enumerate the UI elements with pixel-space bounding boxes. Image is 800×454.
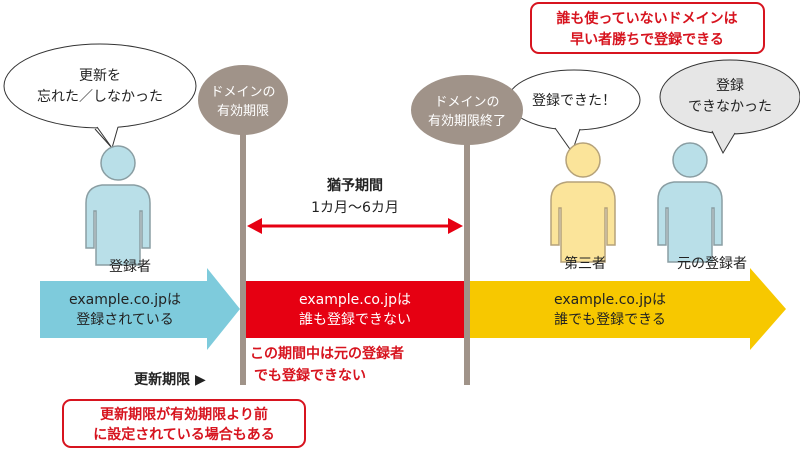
note-first-come: 誰も使っていないドメインは 早い者勝ちで登録できる [530, 2, 765, 54]
svg-text:ドメインの: ドメインの [434, 95, 499, 110]
timeline-phase-open: example.co.jpは 誰でも登録できる [470, 268, 786, 350]
renewal-deadline-label: 更新期限 ▶ [134, 371, 206, 388]
note-renewal-deadline: 更新期限が有効期限より前 に設定されている場合もある [62, 399, 306, 448]
svg-text:誰も使っていないドメインは: 誰も使っていないドメインは [556, 10, 737, 27]
pole-expiry-end: ドメインの 有効期限終了 [411, 75, 523, 385]
person-original-registrant [657, 142, 723, 263]
svg-text:ドメインの: ドメインの [210, 85, 275, 100]
svg-text:登録されている: 登録されている [76, 312, 174, 328]
svg-text:登録できた！: 登録できた！ [532, 93, 616, 109]
svg-text:example.co.jpは: example.co.jpは [554, 292, 666, 308]
svg-text:この期間中は元の登録者: この期間中は元の登録者 [250, 345, 404, 362]
svg-text:登録: 登録 [716, 78, 744, 94]
timeline-phase-registered: example.co.jpは 登録されている [40, 268, 240, 350]
arrow-right-icon [448, 218, 463, 234]
svg-text:誰も登録できない: 誰も登録できない [299, 312, 411, 328]
svg-text:有効期限: 有効期限 [217, 104, 269, 119]
svg-text:できなかった: できなかった [688, 99, 772, 115]
grace-period: 猶予期間 1カ月〜6カ月 [247, 177, 463, 234]
arrow-left-icon [247, 218, 262, 234]
grace-note: この期間中は元の登録者 でも登録できない [250, 345, 404, 384]
svg-text:更新期限が有効期限より前: 更新期限が有効期限より前 [100, 406, 268, 423]
svg-text:誰でも登録できる: 誰でも登録できる [554, 312, 666, 328]
svg-text:有効期限終了: 有効期限終了 [428, 113, 506, 129]
pole-expiry: ドメインの 有効期限 [198, 65, 288, 385]
person-third-party [550, 142, 616, 263]
svg-text:1カ月〜6カ月: 1カ月〜6カ月 [311, 200, 399, 216]
label-registrant: 登録者 [109, 259, 151, 275]
svg-text:example.co.jpは: example.co.jpは [69, 292, 181, 308]
svg-text:example.co.jpは: example.co.jpは [299, 292, 411, 308]
svg-text:忘れた／しなかった: 忘れた／しなかった [37, 89, 163, 105]
svg-text:猶予期間: 猶予期間 [326, 177, 383, 194]
svg-text:でも登録できない: でも登録できない [254, 367, 366, 384]
timeline-phase-locked: example.co.jpは 誰も登録できない [246, 281, 464, 338]
svg-text:早い者勝ちで登録できる: 早い者勝ちで登録できる [570, 31, 724, 48]
speech-bubble-original-registrant: 登録 できなかった [659, 59, 800, 155]
person-registrant [85, 145, 151, 266]
speech-bubble-registrant: 更新を 忘れた／しなかった [3, 43, 197, 150]
svg-text:更新を: 更新を [79, 68, 121, 84]
speech-bubble-third-party: 登録できた！ [507, 69, 641, 154]
label-original-registrant: 元の登録者 [677, 256, 747, 272]
svg-text:に設定されている場合もある: に設定されている場合もある [93, 426, 275, 443]
label-third-party: 第三者 [564, 255, 606, 272]
